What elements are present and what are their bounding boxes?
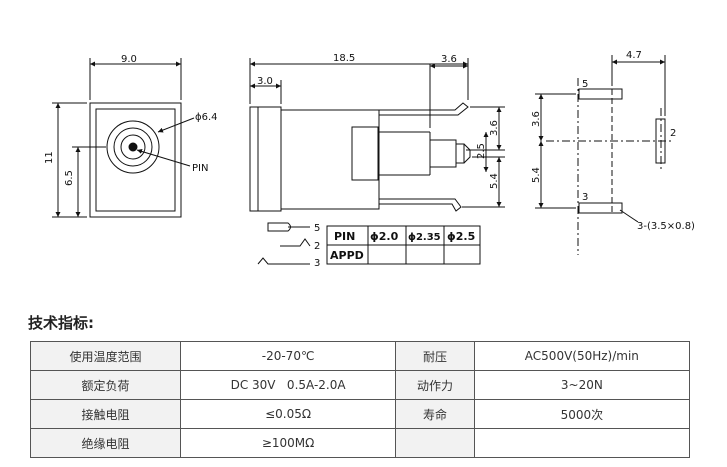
pin-table-header-pin: PIN [334,230,355,243]
spec-value: -20-70℃ [179,341,397,371]
schematic-pin3: 3 [314,258,320,269]
pin5-label: 5 [582,79,588,90]
spec-label: 使用温度范围 [30,341,181,371]
table-row: 绝缘电阻 ≥100MΩ [30,428,691,458]
specs-title: 技术指标: [28,314,94,332]
pin-table-header-d235: ϕ2.35 [408,232,441,243]
schematic-symbol [257,222,311,265]
side-tip-dim: 3.6 [441,54,457,65]
side-length-dim: 18.5 [333,53,355,64]
spec-value: DC 30V 0.5A-2.0A [179,370,397,400]
spec-value: 3~20N [473,370,691,400]
technical-drawing: 9.0 11 6.5 ϕ6.4 PIN 18.5 3.0 [44,50,695,269]
side-right-dim-top: 3.6 [489,120,500,136]
side-offset-dim: 3.0 [257,76,273,87]
schematic-pin2: 2 [314,241,320,252]
spec-label: 耐压 [395,341,475,371]
front-height-dim: 11 [44,151,55,164]
spec-value: 5000次 [473,399,691,429]
spec-label: 绝缘电阻 [30,428,181,458]
hole-diameter-label: ϕ6.4 [195,112,218,123]
side-right-dim-mid: 2.5 [476,143,487,159]
pin-height-top: 3.6 [531,111,542,127]
spec-value: AC500V(50Hz)/min [473,341,691,371]
table-row: 接触电阻 ≤0.05Ω 寿命 5000次 [30,399,691,429]
pin3-label: 3 [582,192,588,203]
pin-table-row-appd: APPD [330,249,364,262]
spec-value [473,428,691,458]
spec-label [395,428,475,458]
pin-layout-view [535,55,672,255]
pin-height-bot: 5.4 [531,167,542,183]
spec-label: 寿命 [395,399,475,429]
pin-table [326,225,481,265]
pin-width-dim: 4.7 [626,50,642,61]
table-row: 额定负荷 DC 30V 0.5A-2.0A 动作力 3~20N [30,370,691,400]
pin-size-label: 3-(3.5×0.8) [637,221,695,232]
table-row: 使用温度范围 -20-70℃ 耐压 AC500V(50Hz)/min [30,341,691,371]
spec-label: 额定负荷 [30,370,181,400]
front-pin-label: PIN [192,163,208,174]
specs-table: 使用温度范围 -20-70℃ 耐压 AC500V(50Hz)/min 额定负荷 … [30,341,691,458]
spec-value: ≥100MΩ [179,428,397,458]
side-view [249,58,505,212]
spec-label: 接触电阻 [30,399,181,429]
front-center-dim: 6.5 [64,170,75,186]
spec-label: 动作力 [395,370,475,400]
pin-table-header-d20: ϕ2.0 [370,230,399,243]
spec-value: ≤0.05Ω [179,399,397,429]
side-right-dim-bot: 5.4 [489,173,500,189]
pin-table-header-d25: ϕ2.5 [447,230,475,243]
front-view [52,58,195,218]
front-width-dim: 9.0 [121,54,137,65]
schematic-pin5: 5 [314,223,320,234]
pin2-label: 2 [670,128,676,139]
